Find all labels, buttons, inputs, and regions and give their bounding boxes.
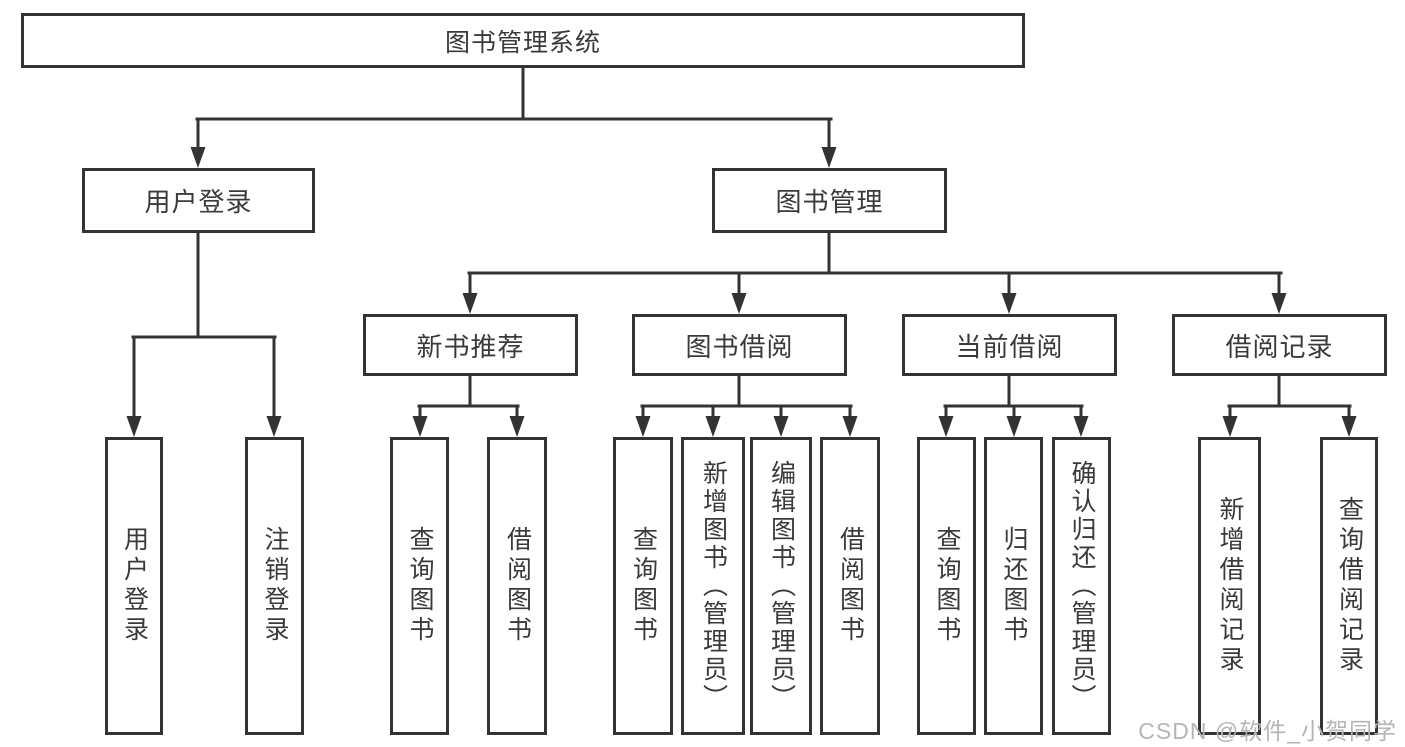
- leaf-borrow-query: 查询图书: [613, 437, 673, 735]
- csdn-watermark: CSDN @软件_小贺同学: [1138, 718, 1397, 744]
- leaf-borrow-query-label: 查询图书: [629, 526, 658, 646]
- node-user-login-label: 用户登录: [144, 187, 253, 217]
- leaf-current-return: 归还图书: [984, 437, 1043, 735]
- node-system-root: 图书管理系统: [21, 13, 1025, 68]
- node-book-borrowing-label: 图书借阅: [685, 331, 794, 362]
- leaf-current-confirm-admin: 确认归还（管理员）: [1052, 437, 1111, 735]
- node-user-login: 用户登录: [82, 168, 315, 233]
- leaf-borrow-borrow-label: 借阅图书: [836, 526, 865, 646]
- node-book-management: 图书管理: [712, 168, 947, 233]
- leaf-newbook-borrow: 借阅图书: [487, 437, 547, 735]
- leaf-current-return-label: 归还图书: [1000, 526, 1028, 646]
- leaf-current-query-label: 查询图书: [933, 526, 961, 646]
- node-new-book-recommend: 新书推荐: [363, 314, 578, 376]
- leaf-record-query: 查询借阅记录: [1320, 437, 1378, 735]
- leaf-newbook-query: 查询图书: [390, 437, 449, 735]
- leaf-borrow-edit-admin-label: 编辑图书（管理员）: [767, 460, 796, 712]
- node-book-borrowing: 图书借阅: [632, 314, 847, 376]
- leaf-record-query-label: 查询借阅记录: [1335, 496, 1364, 676]
- leaf-borrow-borrow: 借阅图书: [820, 437, 880, 735]
- leaf-borrow-edit-admin: 编辑图书（管理员）: [750, 437, 812, 735]
- leaf-record-add-label: 新增借阅记录: [1216, 496, 1244, 676]
- leaf-record-add: 新增借阅记录: [1198, 437, 1261, 735]
- node-current-borrowing-label: 当前借阅: [955, 331, 1064, 362]
- leaf-newbook-borrow-label: 借阅图书: [503, 526, 532, 646]
- leaf-user-login: 用户登录: [105, 437, 163, 735]
- node-new-book-recommend-label: 新书推荐: [416, 331, 525, 362]
- leaf-logout: 注销登录: [245, 437, 304, 735]
- leaf-logout-label: 注销登录: [261, 526, 289, 646]
- leaf-borrow-add-admin-label: 新增图书（管理员）: [699, 460, 728, 712]
- node-book-management-label: 图书管理: [775, 187, 884, 217]
- node-borrowing-records-label: 借阅记录: [1225, 331, 1334, 362]
- leaf-borrow-add-admin: 新增图书（管理员）: [681, 437, 745, 735]
- leaf-current-query: 查询图书: [917, 437, 976, 735]
- leaf-newbook-query-label: 查询图书: [406, 526, 434, 646]
- leaf-user-login-label: 用户登录: [120, 526, 149, 646]
- leaf-current-confirm-admin-label: 确认归还（管理员）: [1068, 460, 1096, 712]
- node-system-root-label: 图书管理系统: [444, 28, 601, 57]
- node-borrowing-records: 借阅记录: [1172, 314, 1387, 376]
- node-current-borrowing: 当前借阅: [902, 314, 1117, 376]
